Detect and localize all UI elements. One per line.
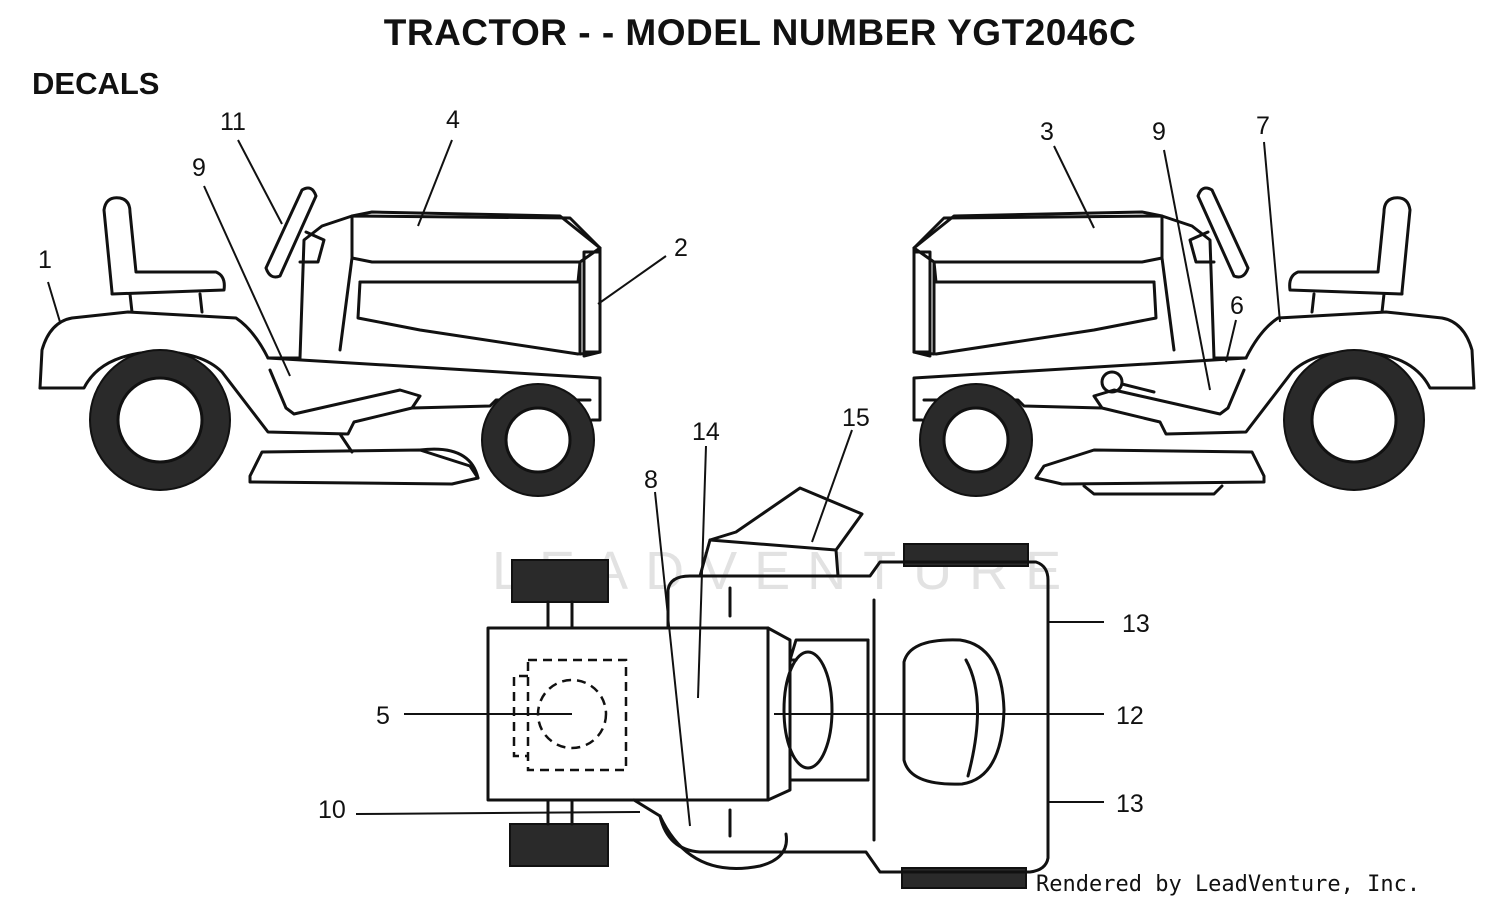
callout-8: 8 [644, 466, 658, 494]
callout-9-right: 9 [1152, 118, 1166, 146]
callout-12: 12 [1116, 702, 1144, 730]
left-side-view [38, 186, 602, 497]
hood [350, 210, 602, 264]
callout-6: 6 [1230, 292, 1244, 320]
callout-7: 7 [1256, 112, 1270, 140]
callout-14: 14 [692, 418, 720, 446]
callout-15: 15 [842, 404, 870, 432]
callout-10: 10 [318, 796, 346, 824]
top-view [486, 486, 1050, 889]
rear-body [658, 560, 1050, 874]
callout-5: 5 [376, 702, 390, 730]
callout-1: 1 [38, 246, 52, 274]
right-side-view [912, 186, 1476, 497]
rear-fender [38, 310, 302, 390]
callout-4: 4 [446, 106, 460, 134]
section-heading: DECALS [32, 66, 160, 101]
seat-top [902, 638, 1006, 786]
leader-lines [47, 139, 1281, 827]
front-tire-bottom [509, 823, 609, 867]
mower-deck-left [248, 448, 480, 486]
callout-numbers: 1 2 3 4 5 6 7 8 9 9 10 11 12 13 13 14 15 [38, 106, 1270, 824]
front-tire-top [511, 559, 609, 603]
steering-column [782, 650, 834, 770]
callout-13-top: 13 [1122, 610, 1150, 638]
credit-text: Rendered by LeadVenture, Inc. [1036, 872, 1421, 897]
callout-2: 2 [674, 234, 688, 262]
callout-11: 11 [220, 108, 246, 136]
callout-9-left: 9 [192, 154, 206, 182]
seat [102, 196, 226, 296]
callout-13-bottom: 13 [1116, 790, 1144, 818]
callout-3: 3 [1040, 118, 1054, 146]
steering-wheel [264, 186, 318, 279]
discharge-chute [698, 486, 864, 578]
page-title: TRACTOR - - MODEL NUMBER YGT2046C [383, 12, 1137, 53]
